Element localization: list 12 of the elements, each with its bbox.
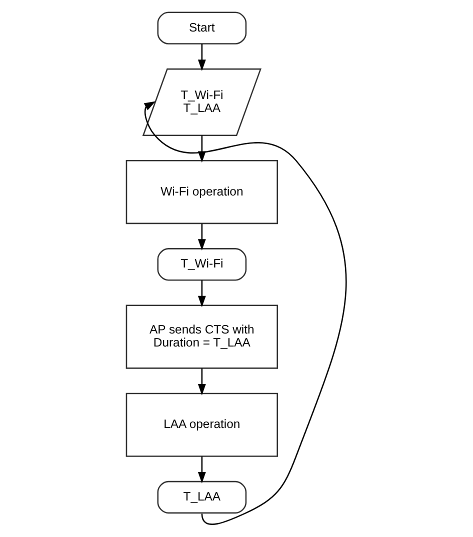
node-box: Start xyxy=(157,12,247,44)
node-box: LAA operation xyxy=(126,392,278,457)
arrow xyxy=(198,456,206,484)
arrow xyxy=(198,280,206,308)
arrow xyxy=(198,224,206,251)
node-box: Wi-Fi operation xyxy=(126,160,278,224)
node-box: T_LAA xyxy=(157,480,247,514)
arrow xyxy=(198,368,206,396)
arrow xyxy=(198,44,206,72)
arrow xyxy=(144,101,347,525)
node-box: AP sends CTS with Duration = T_LAA xyxy=(126,304,278,369)
node-box: T_Wi-Fi xyxy=(157,248,247,281)
